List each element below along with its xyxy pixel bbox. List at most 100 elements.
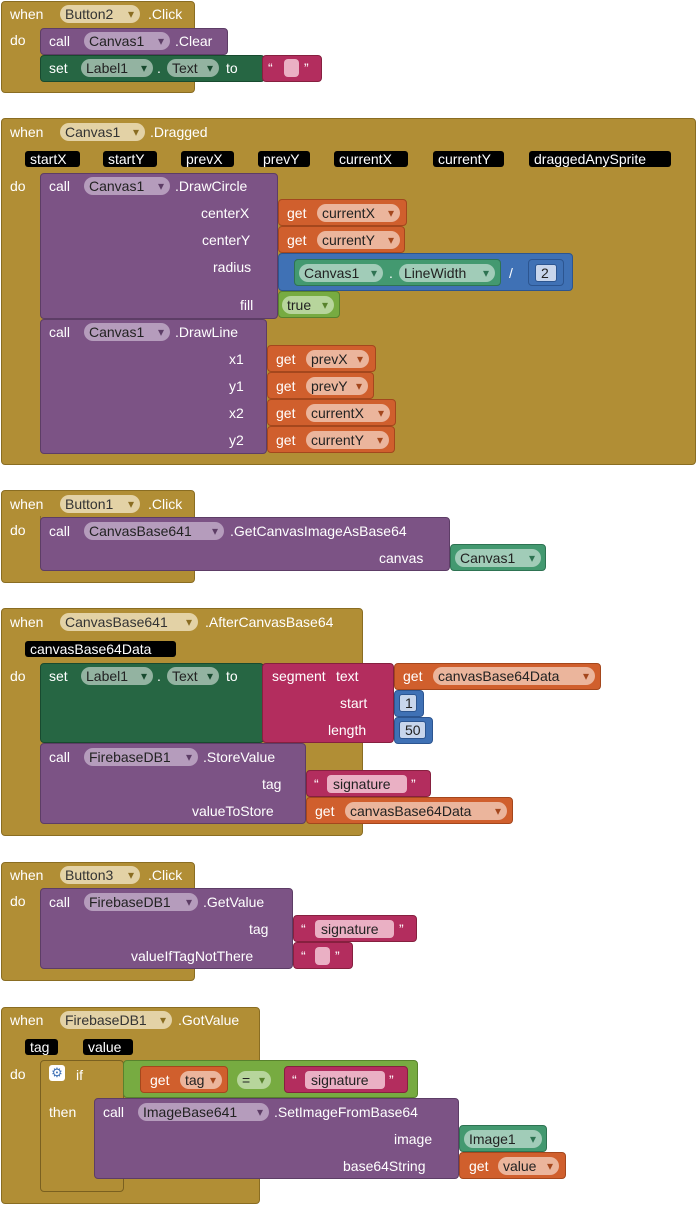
variable-dropdown[interactable]: currentY [317,231,400,249]
component-dropdown[interactable]: Canvas1 [299,264,383,282]
dot-separator: . [389,265,393,281]
if-keyword: if [76,1067,83,1083]
component-dropdown[interactable]: Button2 [60,5,140,23]
component-dropdown[interactable]: Canvas1 [84,323,170,341]
text-field[interactable]: signature [315,920,394,938]
method-name: .GetValue [203,894,265,910]
variable-dropdown[interactable]: currentX [306,404,390,422]
get-keyword: get [276,378,296,394]
variable-dropdown[interactable]: tag [180,1071,222,1089]
component-dropdown[interactable]: Label1 [81,667,153,685]
component-dropdown[interactable]: Canvas1 [84,32,170,50]
call-keyword: call [49,33,71,49]
arg-label: canvas [379,550,424,566]
get-keyword: get [315,803,335,819]
number-field[interactable]: 2 [535,264,557,282]
method-name: .Clear [175,33,213,49]
when-keyword: when [10,124,44,140]
event-name: .AfterCanvasBase64 [205,614,334,630]
call-keyword: call [49,178,71,194]
variable-dropdown[interactable]: currentY [306,431,389,449]
when-keyword: when [10,1012,44,1028]
variable-dropdown[interactable]: prevY [306,377,368,395]
set-block[interactable] [40,55,265,82]
get-keyword: get [403,668,423,684]
event-param: canvasBase64Data [25,641,176,657]
event-name: .GotValue [178,1012,240,1028]
component-dropdown[interactable]: Canvas1 [60,123,145,141]
component-dropdown[interactable]: FirebaseDB1 [84,748,198,766]
boolean-dropdown[interactable]: true [282,296,334,314]
arg-label: text [336,668,359,684]
call-keyword: call [49,324,71,340]
do-keyword: do [10,668,26,684]
property-dropdown[interactable]: LineWidth [399,264,495,282]
call-drawline-block[interactable] [40,319,267,454]
open-quote: “ [301,948,306,964]
gear-icon[interactable]: ⚙ [49,1065,65,1081]
method-name: .StoreValue [203,749,276,765]
arg-label: image [394,1131,433,1147]
text-segment-block[interactable] [262,663,394,743]
set-keyword: set [49,60,68,76]
method-name: .DrawCircle [175,178,248,194]
call-keyword: call [103,1104,125,1120]
call-keyword: call [49,749,71,765]
when-keyword: when [10,614,44,630]
get-keyword: get [276,351,296,367]
get-keyword: get [276,405,296,421]
component-dropdown[interactable]: Button1 [60,495,140,513]
number-field[interactable]: 50 [399,721,426,739]
event-param: tag [25,1039,58,1055]
variable-dropdown[interactable]: currentX [317,204,400,222]
property-dropdown[interactable]: Text [167,59,219,77]
close-quote: ” [389,1072,394,1088]
variable-dropdown[interactable]: value [498,1157,559,1175]
event-name: .Click [148,496,183,512]
event-param: currentY [433,151,504,167]
arg-label: valueToStore [192,803,274,819]
get-keyword: get [276,432,296,448]
close-quote: ” [335,948,340,964]
component-dropdown[interactable]: Canvas1 [84,177,170,195]
number-field[interactable]: 1 [399,694,417,712]
text-field[interactable]: signature [327,775,407,793]
component-dropdown[interactable]: ImageBase641 [138,1103,269,1121]
property-dropdown[interactable]: Text [167,667,219,685]
arg-label: x2 [229,405,244,421]
event-param: prevY [258,151,310,167]
event-param: value [83,1039,133,1055]
component-dropdown[interactable]: Image1 [464,1130,542,1148]
method-name: .SetImageFromBase64 [274,1104,418,1120]
component-dropdown[interactable]: FirebaseDB1 [84,893,198,911]
event-param: draggedAnySprite [529,151,671,167]
text-field[interactable]: signature [305,1071,385,1089]
arg-label: start [340,695,368,711]
variable-dropdown[interactable]: canvasBase64Data [345,802,507,820]
open-quote: “ [268,60,273,76]
do-keyword: do [10,1066,26,1082]
arg-label: centerX [201,205,250,221]
empty-text-field[interactable] [284,59,299,77]
open-quote: “ [292,1072,297,1088]
empty-text-field[interactable] [315,947,330,965]
get-keyword: get [287,205,307,221]
variable-dropdown[interactable]: canvasBase64Data [433,667,595,685]
component-dropdown[interactable]: Label1 [81,59,153,77]
operator-dropdown[interactable]: = [237,1071,271,1089]
component-dropdown[interactable]: FirebaseDB1 [60,1011,172,1029]
segment-keyword: segment [272,668,326,684]
arg-label: length [328,722,367,738]
component-dropdown[interactable]: CanvasBase641 [84,522,224,540]
variable-dropdown[interactable]: prevX [306,350,369,368]
dot-separator: . [157,60,161,76]
call-drawcircle-block[interactable] [40,173,278,319]
component-dropdown[interactable]: CanvasBase641 [60,613,198,631]
do-keyword: do [10,522,26,538]
component-dropdown[interactable]: Canvas1 [455,549,541,567]
component-dropdown[interactable]: Button3 [60,866,140,884]
get-keyword: get [150,1072,170,1088]
dot-separator: . [157,668,161,684]
get-keyword: get [287,232,307,248]
event-param: prevX [181,151,234,167]
